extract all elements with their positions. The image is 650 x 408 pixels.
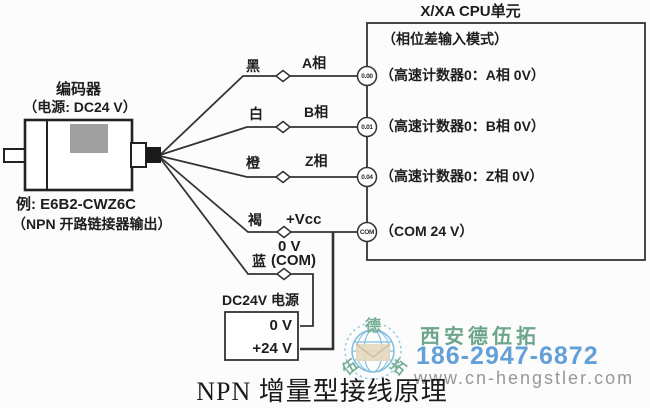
- terminal-circle-001: [356, 116, 378, 138]
- cpu-note-com: （COM 24 V）: [380, 223, 474, 239]
- connector-diamond-vcc: [275, 225, 293, 239]
- encoder-output-type-label: （NPN 开路链接器输出）: [12, 216, 172, 232]
- power-supply-label: DC24V 电源: [222, 292, 300, 308]
- wire-a-phase: [159, 75, 358, 156]
- diagram-caption: NPN 增量型接线原理: [196, 377, 448, 406]
- connector-diamond-a: [274, 69, 292, 83]
- cpu-title: X/XA CPU单元: [420, 3, 521, 20]
- terminal-id-000: 0.00: [361, 72, 373, 80]
- wire-0v-com: [159, 157, 314, 327]
- encoder-title: 编码器: [55, 81, 101, 98]
- watermark-company: 西安德伍拓: [420, 326, 540, 348]
- encoder-connector: [130, 142, 147, 168]
- watermark-website: www.cn-hengstler.com: [414, 368, 635, 388]
- encoder-shaft: [3, 148, 26, 163]
- wire-signal-vcc: +Vcc: [286, 211, 322, 228]
- wire-signal-z: Z相: [305, 153, 328, 169]
- cpu-note-a: （高速计数器0：A相 0V）: [380, 67, 545, 83]
- watermark-logo: 德 伍 拓: [338, 316, 409, 380]
- logo-char-top: 德: [365, 316, 381, 335]
- wire-lines: [159, 75, 358, 351]
- wire-color-orange: 橙: [246, 155, 260, 171]
- cpu-note-b: （高速计数器0：B相 0V）: [380, 118, 545, 134]
- wire-24v-branch: [300, 232, 335, 351]
- cpu-note-z: （高速计数器0：Z相 0V）: [380, 168, 544, 184]
- wire-color-black: 黑: [246, 58, 260, 74]
- wire-signal-b: B相: [304, 104, 329, 120]
- envelope-fold-icon: [355, 343, 391, 358]
- envelope-icon: [356, 344, 390, 361]
- watermark-phone: 186-2947-6872: [416, 342, 599, 370]
- encoder-cable-nub: [146, 147, 161, 163]
- wire-color-brown: 褐: [248, 212, 262, 228]
- power-supply-24v-row: +24 V: [252, 340, 292, 357]
- wire-signal-0v: 0 V: [278, 238, 301, 255]
- wire-vcc: [159, 156, 358, 233]
- wire-connectors: [274, 69, 293, 281]
- power-supply-0v-row: 0 V: [269, 317, 292, 334]
- wire-color-blue: 蓝: [252, 253, 266, 269]
- terminal-id-004: 0.04: [361, 173, 373, 181]
- terminal-id-001: 0.01: [361, 123, 373, 131]
- terminal-circle-com: [356, 221, 378, 243]
- wire-signal-a: A相: [302, 55, 327, 71]
- wire-signal-com: (COM): [271, 252, 316, 269]
- encoder-gray-block: [70, 124, 108, 153]
- encoder-drawing: [3, 118, 161, 192]
- wire-z-phase: [159, 155, 358, 178]
- wire-b-phase: [159, 126, 358, 156]
- encoder-model-label: 例: E6B2-CWZ6C: [16, 196, 137, 213]
- connector-diamond-0v: [275, 267, 293, 281]
- cpu-mode-label: （相位差输入模式）: [382, 31, 508, 47]
- cpu-box: [366, 22, 646, 261]
- cpu-terminals: [356, 65, 378, 243]
- wire-color-white: 白: [249, 106, 263, 122]
- terminal-circle-000: [356, 65, 378, 87]
- connector-diamond-b: [274, 120, 292, 134]
- logo-outer-circle-icon: [344, 322, 402, 380]
- encoder-power-label: （电源: DC24 V）: [23, 99, 137, 115]
- terminal-id-com: COM: [359, 228, 375, 236]
- terminal-circle-004: [356, 166, 378, 188]
- connector-diamond-z: [274, 170, 292, 184]
- power-supply-box: [224, 311, 299, 361]
